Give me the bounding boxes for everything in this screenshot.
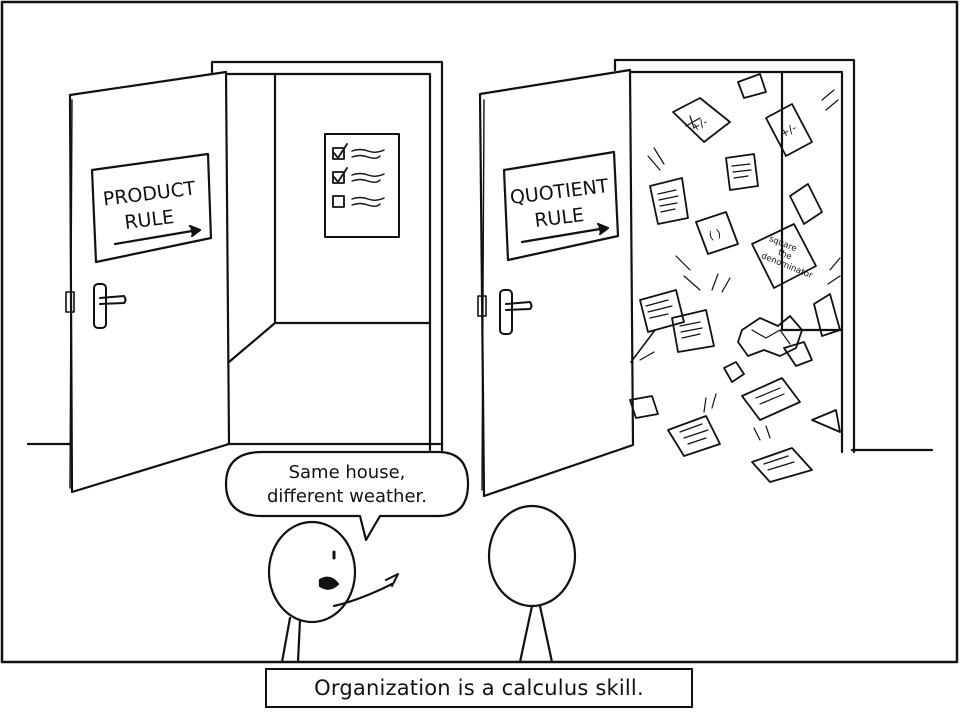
product-rule-room — [65, 60, 444, 494]
flying-papers — [629, 73, 841, 483]
checklist-sheet — [324, 133, 400, 238]
note-square-line2: the — [776, 248, 793, 262]
product-rule-sign — [90, 152, 213, 264]
quotient-door — [478, 68, 635, 498]
product-sign-line2: RULE — [123, 206, 175, 234]
panel-border — [0, 0, 959, 664]
speech-bubble — [224, 450, 470, 542]
comic-caption: Organization is a calculus skill. — [265, 668, 693, 708]
left-stick-figure — [267, 520, 399, 664]
quotient-sign-line1: QUOTIENT — [509, 175, 610, 209]
note-parens: ( ) — [707, 227, 723, 243]
quotient-rule-room — [477, 58, 856, 498]
product-sign-line1: PRODUCT — [102, 177, 197, 210]
quotient-rule-sign — [502, 150, 620, 262]
note-plus-minus-1: +/- — [689, 115, 710, 134]
speech-line1: Same house, — [289, 462, 406, 483]
speech-line2: different weather. — [267, 486, 427, 507]
right-stick-figure — [487, 504, 577, 664]
product-door — [68, 70, 231, 494]
quotient-sign-line2: RULE — [533, 204, 585, 232]
